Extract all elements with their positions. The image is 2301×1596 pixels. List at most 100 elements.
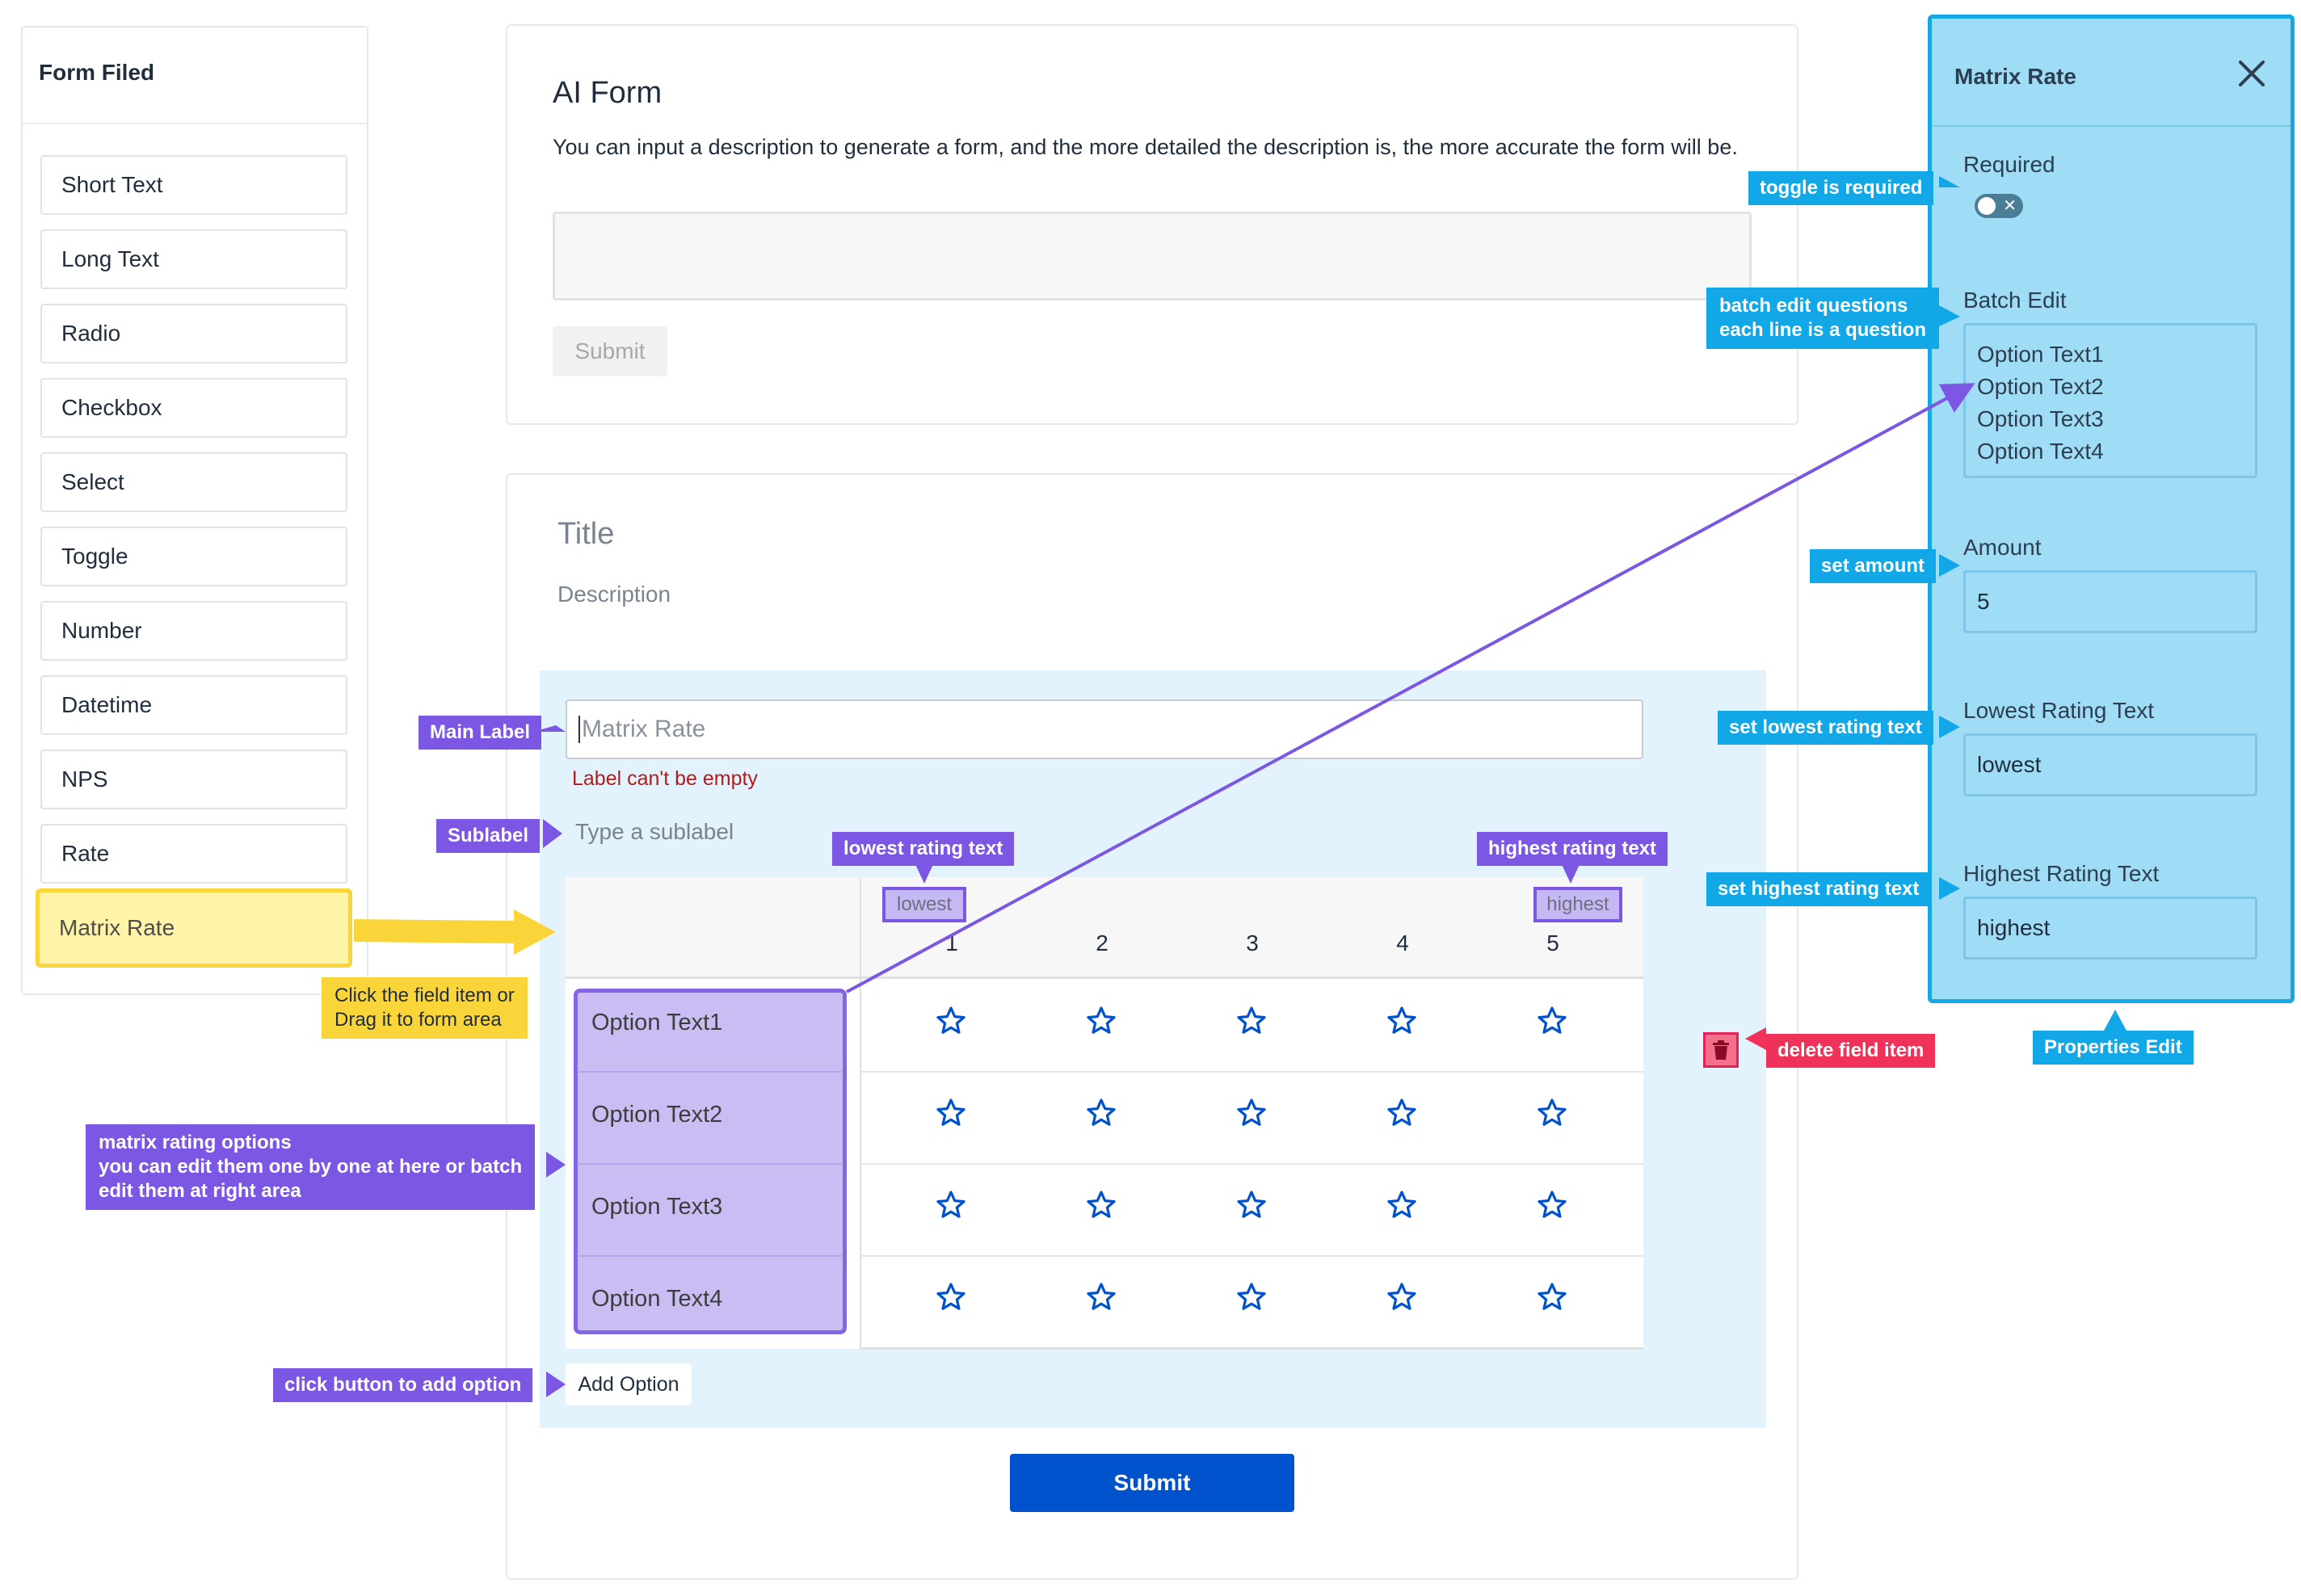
callout-set-lowest: set lowest rating text bbox=[1718, 711, 1933, 745]
field-item-radio[interactable]: Radio bbox=[40, 304, 347, 363]
star-icon[interactable] bbox=[936, 1098, 966, 1128]
batch-line: Option Text3 bbox=[1977, 406, 2104, 431]
amount-label: Amount bbox=[1963, 535, 2042, 560]
main-label-value: Matrix Rate bbox=[582, 716, 706, 742]
star-icon[interactable] bbox=[1386, 1098, 1417, 1128]
ai-submit-button[interactable]: Submit bbox=[553, 326, 667, 376]
star-icon[interactable] bbox=[1086, 1190, 1117, 1220]
callout-set-amount: set amount bbox=[1810, 549, 1937, 583]
lowest-rating-input[interactable]: lowest bbox=[1963, 733, 2257, 796]
field-item-number[interactable]: Number bbox=[40, 601, 347, 661]
lowest-rating-label: Lowest Rating Text bbox=[1963, 698, 2155, 723]
divider bbox=[860, 877, 861, 1349]
matrix-row-label[interactable]: Option Text1 bbox=[591, 1010, 723, 1035]
column-header-3: 3 bbox=[1246, 930, 1259, 956]
ai-form-description: You can input a description to generate … bbox=[553, 135, 1738, 159]
callout-line: each line is a question bbox=[1719, 319, 1927, 341]
star-icon[interactable] bbox=[1236, 1282, 1267, 1312]
matrix-header-row bbox=[566, 877, 1643, 979]
field-item-matrix-rate[interactable]: Matrix Rate bbox=[36, 888, 352, 968]
column-header-1: 1 bbox=[945, 930, 958, 956]
callout-main-label: Main Label bbox=[419, 716, 542, 750]
field-item-toggle[interactable]: Toggle bbox=[40, 527, 347, 586]
palette-title: Form Filed bbox=[39, 60, 155, 85]
form-description[interactable]: Description bbox=[557, 582, 671, 607]
batch-edit-textarea[interactable]: Option Text1 Option Text2 Option Text3 O… bbox=[1963, 323, 2257, 478]
star-icon[interactable] bbox=[1236, 1190, 1267, 1220]
amount-input[interactable]: 5 bbox=[1963, 570, 2257, 633]
callout-batch-edit: batch edit questions each line is a ques… bbox=[1706, 288, 1940, 349]
field-item-checkbox[interactable]: Checkbox bbox=[40, 378, 347, 438]
properties-title: Matrix Rate bbox=[1954, 64, 2076, 89]
column-header-2: 2 bbox=[1096, 930, 1108, 956]
close-icon[interactable] bbox=[2237, 59, 2266, 88]
field-item-rate[interactable]: Rate bbox=[40, 824, 347, 884]
field-item-select[interactable]: Select bbox=[40, 452, 347, 512]
divider bbox=[860, 1255, 1643, 1257]
callout-delete-field: delete field item bbox=[1766, 1034, 1936, 1068]
divider bbox=[578, 1163, 842, 1165]
star-icon[interactable] bbox=[936, 1006, 966, 1036]
ai-description-input[interactable] bbox=[553, 212, 1752, 300]
field-item-long-text[interactable]: Long Text bbox=[40, 229, 347, 289]
callout-line: matrix rating options bbox=[99, 1132, 292, 1153]
star-icon[interactable] bbox=[1236, 1006, 1267, 1036]
star-icon[interactable] bbox=[936, 1190, 966, 1220]
trash-icon[interactable] bbox=[1703, 1032, 1739, 1068]
star-icon[interactable] bbox=[1086, 1098, 1117, 1128]
form-submit-button[interactable]: Submit bbox=[1010, 1454, 1294, 1512]
star-icon[interactable] bbox=[936, 1282, 966, 1312]
main-label-input[interactable]: Matrix Rate bbox=[566, 699, 1643, 759]
callout-line: batch edit questions bbox=[1719, 295, 1908, 317]
highest-rating-tag: highest bbox=[1533, 887, 1622, 922]
callout-line: edit them at right area bbox=[99, 1180, 301, 1202]
callout-click-or-drag: Click the field item or Drag it to form … bbox=[322, 977, 528, 1039]
x-icon: ✕ bbox=[2003, 197, 2017, 215]
label-error-message: Label can't be empty bbox=[572, 767, 758, 790]
properties-panel: Matrix Rate bbox=[1928, 15, 2295, 1003]
highest-rating-input[interactable]: highest bbox=[1963, 897, 2257, 960]
sublabel-input[interactable]: Type a sublabel bbox=[575, 819, 734, 844]
star-icon[interactable] bbox=[1537, 1190, 1567, 1220]
form-title[interactable]: Title bbox=[557, 517, 615, 551]
callout-add-option: click button to add option bbox=[273, 1368, 533, 1402]
matrix-row-label[interactable]: Option Text3 bbox=[591, 1194, 723, 1220]
column-header-5: 5 bbox=[1546, 930, 1559, 956]
highest-rating-label: Highest Rating Text bbox=[1963, 861, 2160, 886]
ai-form-title: AI Form bbox=[553, 76, 663, 110]
matrix-row-label[interactable]: Option Text4 bbox=[591, 1286, 723, 1312]
field-item-short-text[interactable]: Short Text bbox=[40, 155, 347, 215]
add-option-button[interactable]: Add Option bbox=[566, 1363, 692, 1405]
matrix-options-highlight bbox=[574, 989, 847, 1334]
divider bbox=[860, 1347, 1643, 1350]
callout-properties-edit: Properties Edit bbox=[2033, 1031, 2194, 1065]
star-icon[interactable] bbox=[1236, 1098, 1267, 1128]
callout-sublabel: Sublabel bbox=[436, 819, 541, 853]
field-item-datetime[interactable]: Datetime bbox=[40, 675, 347, 735]
divider bbox=[860, 1163, 1643, 1165]
star-icon[interactable] bbox=[1386, 1006, 1417, 1036]
batch-line: Option Text2 bbox=[1977, 374, 2104, 399]
callout-lowest-rating-text: lowest rating text bbox=[832, 832, 1015, 866]
star-icon[interactable] bbox=[1537, 1006, 1567, 1036]
star-icon[interactable] bbox=[1537, 1098, 1567, 1128]
matrix-row-label[interactable]: Option Text2 bbox=[591, 1102, 723, 1128]
star-icon[interactable] bbox=[1386, 1190, 1417, 1220]
properties-header: Matrix Rate bbox=[1932, 19, 2290, 127]
divider bbox=[23, 123, 367, 124]
star-icon[interactable] bbox=[1086, 1006, 1117, 1036]
batch-line: Option Text4 bbox=[1977, 439, 2104, 464]
column-header-4: 4 bbox=[1396, 930, 1409, 956]
required-toggle[interactable]: ✕ bbox=[1975, 194, 2023, 218]
callout-line: Drag it to form area bbox=[334, 1009, 502, 1031]
divider bbox=[860, 1071, 1643, 1073]
callout-line: Click the field item or bbox=[334, 985, 515, 1006]
batch-line: Option Text1 bbox=[1977, 342, 2104, 367]
star-icon[interactable] bbox=[1386, 1282, 1417, 1312]
callout-set-highest: set highest rating text bbox=[1706, 872, 1931, 906]
required-label: Required bbox=[1963, 152, 2055, 177]
field-item-nps[interactable]: NPS bbox=[40, 750, 347, 809]
star-icon[interactable] bbox=[1537, 1282, 1567, 1312]
lowest-rating-tag: lowest bbox=[882, 887, 966, 922]
star-icon[interactable] bbox=[1086, 1282, 1117, 1312]
